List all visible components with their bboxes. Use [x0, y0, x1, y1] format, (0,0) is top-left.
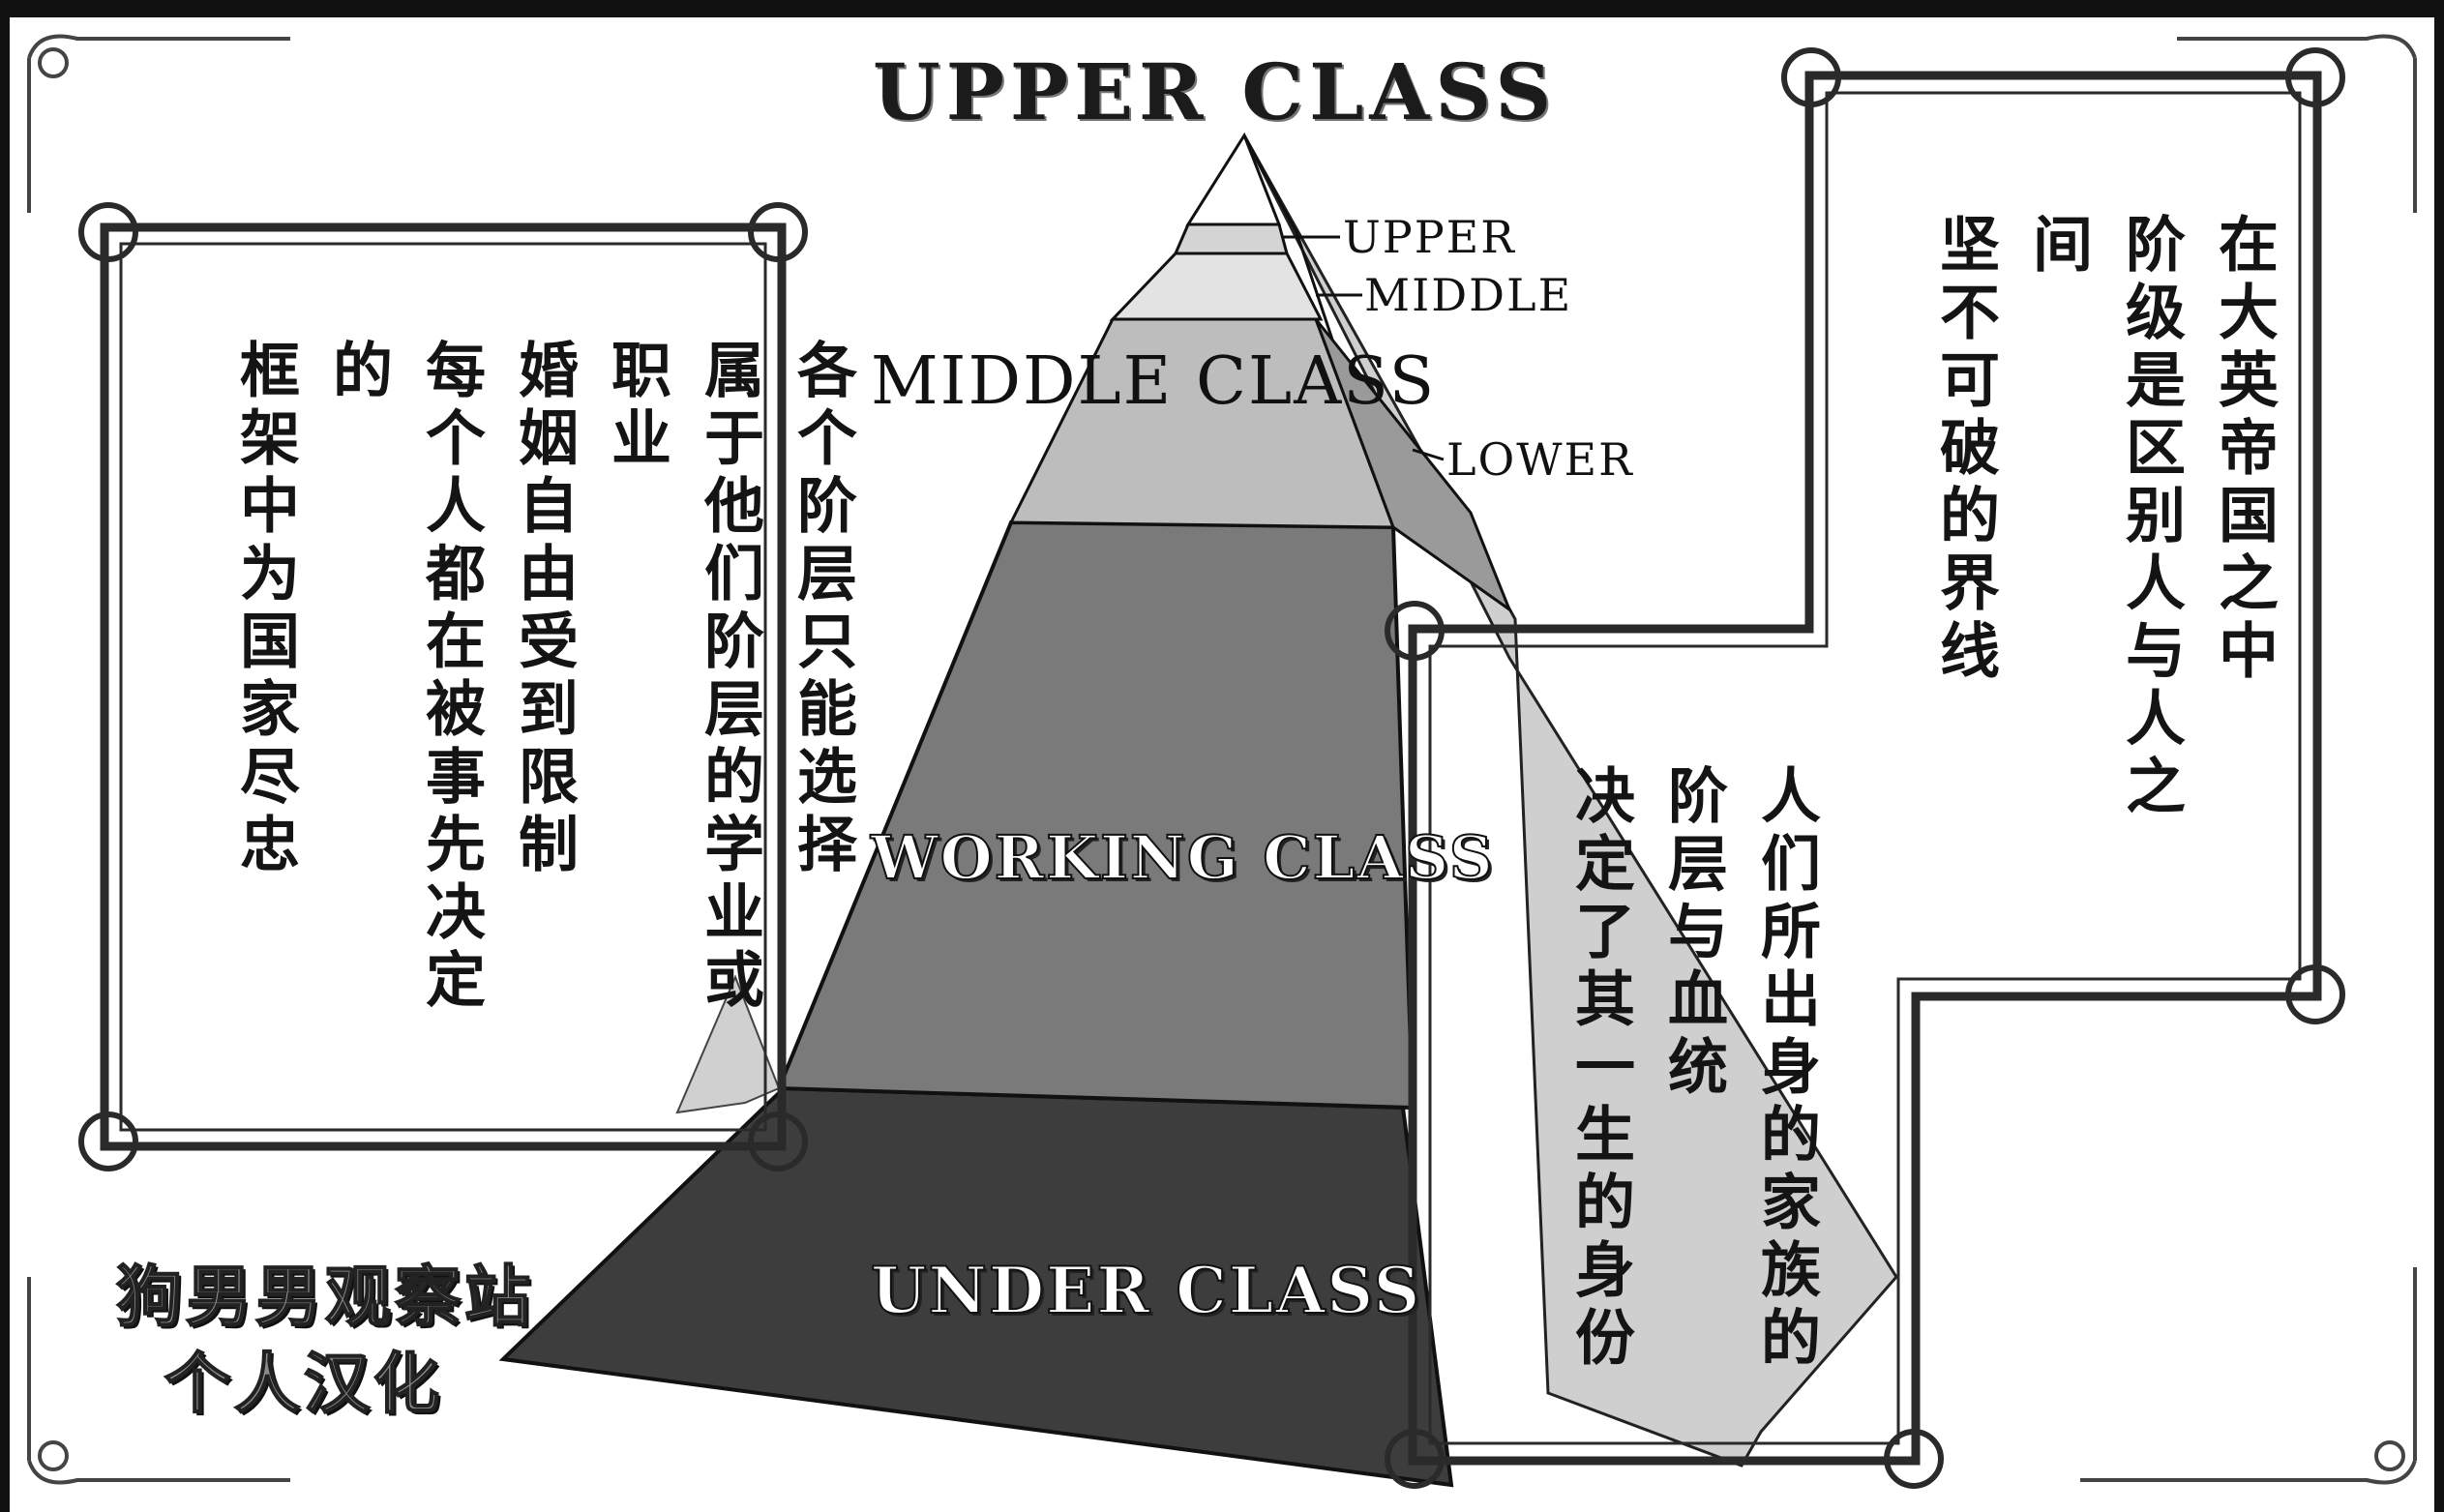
left-text-col-3: 婚姻自由受到限制 [508, 339, 579, 880]
left-text-col-2: 属于他们阶层的学业或职业 [601, 339, 764, 1016]
right-top-box-text: 在大英帝国之中 阶级是区别人与人之间 坚不可破的界线 [1918, 213, 2289, 832]
right-bottom-text-col-1: 人们所出身的家族的 [1750, 764, 1821, 1374]
right-top-text-col-2: 阶级是区别人与人之间 [2022, 213, 2186, 822]
middle-class-label: MIDDLE CLASS [871, 343, 1437, 420]
right-bottom-text-col-2: 阶层与血统 [1657, 764, 1728, 1103]
right-top-text-col-3: 坚不可破的界线 [1929, 213, 2000, 687]
lower-side-band [1314, 318, 1513, 614]
middle-middle-band [1109, 252, 1324, 321]
right-top-text-col-1: 在大英帝国之中 [2208, 213, 2279, 687]
upper-class-apex [1185, 132, 1282, 226]
under-class-label: UNDER CLASS [870, 1252, 1422, 1329]
upper-subclass-label: UPPER [1343, 211, 1516, 263]
upper-class-title: UPPER CLASS [873, 46, 1558, 137]
right-border [2434, 0, 2444, 1512]
right-bottom-text-col-3: 决定了其一生的身份 [1565, 764, 1635, 1374]
lower-leader [1412, 448, 1445, 461]
left-text-col-5: 框架中为国家尽忠 [229, 339, 300, 880]
middle-subclass-label: MIDDLE [1364, 269, 1573, 321]
credit-line-2: 个人汉化 [164, 1346, 444, 1424]
working-class-band [776, 519, 1416, 1111]
top-border [0, 0, 2444, 17]
lower-subclass-label: LOWER [1446, 433, 1634, 486]
working-class-label: WORKING CLASS [870, 821, 1495, 894]
left-box-text: 各个阶层只能选择 属于他们阶层的学业或职业 婚姻自由受到限制 每个人都在被事先决… [218, 339, 868, 1074]
right-bottom-box-text: 人们所出身的家族的 阶层与血统 决定了其一生的身份 [1553, 764, 1832, 1383]
corner-flourishes [27, 34, 2417, 1485]
credit-line-1: 狗男男观察站 [115, 1259, 535, 1337]
pyramid-right-face [1242, 134, 1898, 1468]
left-text-col-1: 各个阶层只能选择 [787, 339, 857, 880]
left-text-col-4: 每个人都在被事先决定的 [322, 339, 486, 1016]
left-text-frame [78, 202, 808, 1171]
class-pyramid [498, 132, 1898, 1488]
upper-middle-band [1173, 222, 1289, 255]
right-text-frame [1385, 47, 2345, 1489]
left-border [0, 0, 10, 1512]
